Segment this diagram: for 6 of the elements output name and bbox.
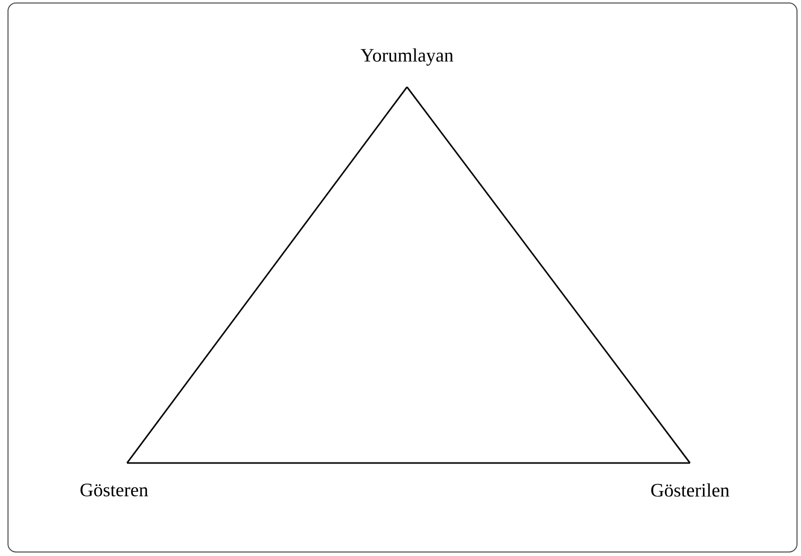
vertex-label: Gösteren — [80, 484, 148, 496]
vertex-label: Gösterilen — [651, 483, 730, 497]
triangle-side — [126, 86, 408, 464]
triangle-side — [127, 462, 690, 464]
vertex-label: Yorumlayan — [360, 48, 454, 66]
triangle-side — [406, 86, 691, 464]
